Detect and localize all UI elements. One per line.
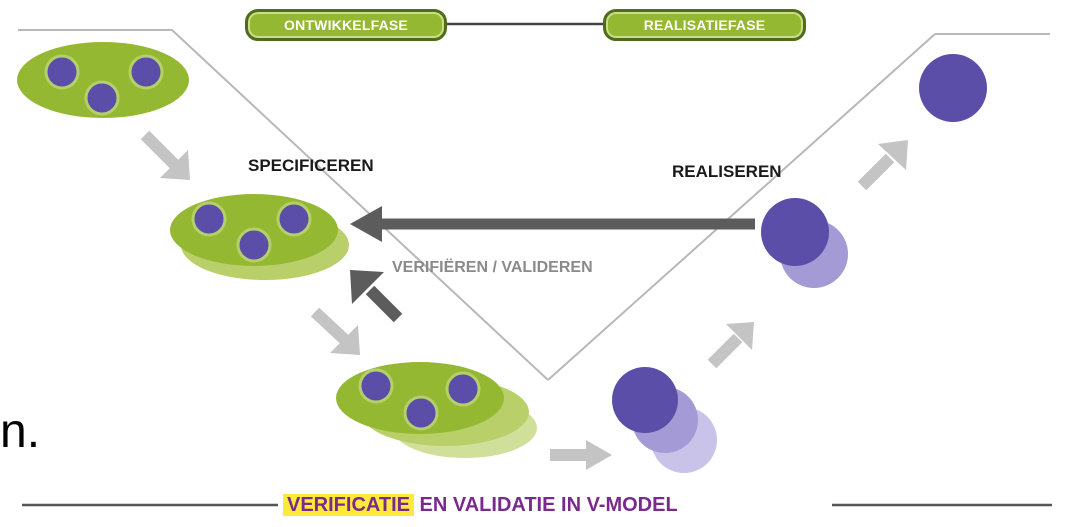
caption-rest: EN VALIDATIE IN V-MODEL <box>413 494 678 516</box>
arrow-up-right-icon <box>857 140 908 191</box>
arrow-right-down-icon <box>310 307 360 355</box>
label-specificeren: SPECIFICEREN <box>248 156 374 175</box>
spec-group-3 <box>336 362 537 458</box>
phase-pill-ontwikkelfase: ONTWIKKELFASE <box>245 9 447 41</box>
spec-group-1 <box>17 42 189 118</box>
label-realiseren: REALISEREN <box>672 162 782 181</box>
real-stack-bottom <box>612 367 717 473</box>
arrow-right-icon <box>550 440 612 470</box>
real-final-circle <box>919 54 987 122</box>
cropped-text-fragment: n. <box>0 405 41 458</box>
caption-highlight: VERIFICATIE <box>283 494 414 516</box>
diagram-caption: VERIFICATIE EN VALIDATIE IN V-MODEL <box>283 488 678 522</box>
arrow-left-icon <box>350 206 755 242</box>
arrow-up-right-icon <box>707 322 754 369</box>
arrow-right-down-icon <box>140 130 190 180</box>
phase-pill-realisatiefase: REALISATIEFASE <box>603 9 806 41</box>
label-verifieren-valideren: VERIFIËREN / VALIDEREN <box>392 259 593 276</box>
arrow-up-left-icon <box>350 270 403 323</box>
v-outline <box>18 29 1050 381</box>
spec-group-2 <box>170 194 349 280</box>
real-stack-middle <box>761 198 848 288</box>
